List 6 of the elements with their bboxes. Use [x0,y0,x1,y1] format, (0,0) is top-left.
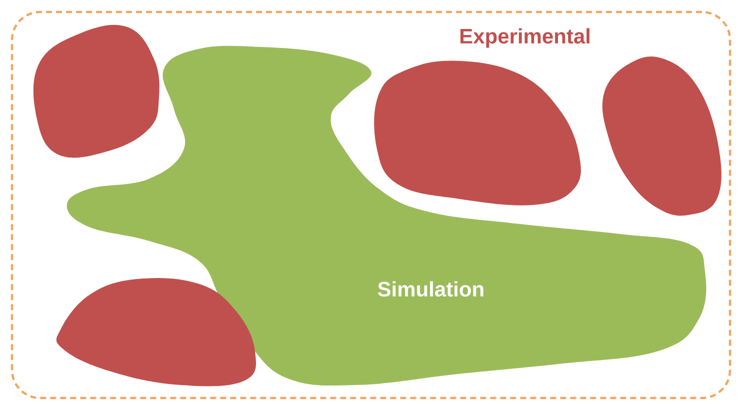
dashed-frame [10,10,732,400]
experimental-region [374,60,581,206]
region-label: Experimental [460,28,590,48]
experimental-region [33,24,160,158]
experimental-region [602,56,722,216]
experimental-region [56,278,256,386]
